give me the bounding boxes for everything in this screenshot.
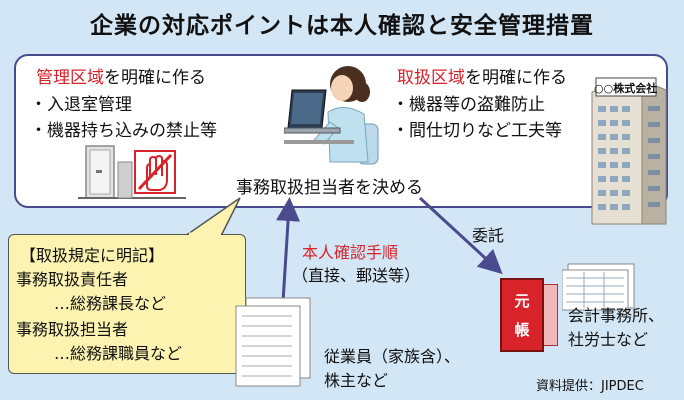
management-item: ・機器持ち込みの禁止等: [30, 121, 217, 141]
callout-line: 事務取扱責任者: [16, 270, 129, 289]
management-area-label: 管理区域: [36, 68, 104, 88]
form-documents-icon: [235, 297, 311, 387]
page-title: 企業の対応ポイントは本人確認と安全管理措置: [90, 13, 594, 39]
management-item: ・入退室管理: [30, 95, 132, 115]
management-area-heading: 管理区域を明確に作る: [36, 66, 206, 90]
callout-line: …総務課長など: [54, 294, 167, 313]
verify-subtitle: （直接、郵送等）: [292, 266, 421, 285]
callout-pointer: [185, 197, 241, 236]
outsource-target: 社労士など: [568, 330, 649, 349]
handling-area-label: 取扱区域: [397, 68, 465, 88]
no-entry-hand-icon: [134, 150, 176, 194]
company-building-icon: [591, 77, 667, 225]
outsource-arrow: [418, 196, 503, 275]
ledger-book: 元 帳: [500, 278, 544, 352]
ledger-char: 元: [514, 292, 530, 310]
handling-rules-callout: [8, 234, 246, 374]
callout-line: 事務取扱担当者: [16, 320, 129, 339]
outsource-target: 会計事務所、: [568, 306, 665, 325]
handling-item: ・機器等の盗難防止: [392, 95, 545, 115]
employees-line: 株主など: [324, 371, 389, 390]
management-area-suffix: を明確に作る: [104, 68, 206, 88]
assign-staff-label: 事務取扱担当者を決める: [236, 178, 423, 198]
callout-line: …総務課職員など: [54, 344, 183, 363]
handling-item: ・間仕切りなど工夫等: [392, 121, 562, 141]
security-gate-icon: [78, 145, 186, 199]
company-sign: ○○株式会社: [594, 82, 658, 95]
ledger-char: 帳: [514, 321, 530, 339]
source-credit: 資料提供：JIPDEC: [536, 379, 644, 394]
verify-title: 本人確認手順: [302, 243, 399, 262]
callout-heading: 【取扱規定に明記】: [20, 246, 165, 265]
verify-arrow: [276, 197, 301, 303]
accounting-sheets-icon: [562, 263, 635, 311]
handling-area-suffix: を明確に作る: [465, 68, 567, 88]
employees-line: 従業員（家族含）、: [324, 347, 461, 366]
outsource-label: 委託: [472, 226, 505, 245]
handling-area-heading: 取扱区域を明確に作る: [397, 66, 567, 90]
woman-laptop-icon: [284, 66, 379, 165]
